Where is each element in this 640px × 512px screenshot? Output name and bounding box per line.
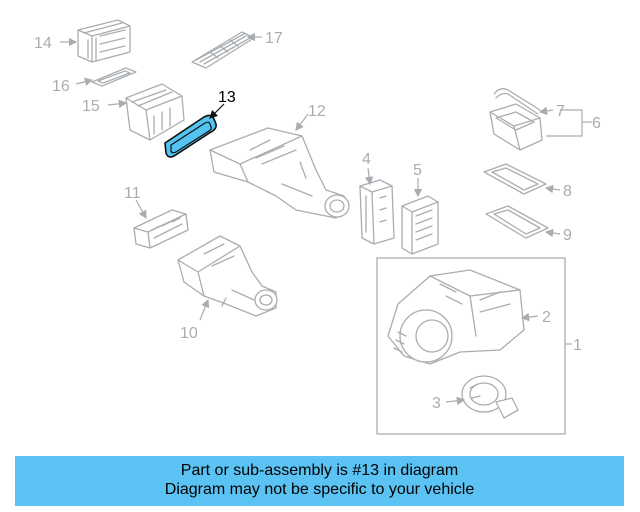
- assembly-1-box: [376, 257, 566, 435]
- callout-4: 4: [362, 151, 371, 168]
- info-banner: Part or sub-assembly is #13 in diagram D…: [15, 456, 624, 506]
- leader-lines: [60, 32, 592, 405]
- callout-17: 17: [265, 30, 283, 47]
- callout-13: 13: [218, 89, 236, 106]
- part-12-intake-duct: [209, 127, 350, 219]
- callout-labels: 14 17 16 15 13 12 11 10 4 5 7 6 8 9 2 1 …: [34, 30, 601, 412]
- callout-1: 1: [573, 337, 582, 354]
- callout-11: 11: [124, 185, 141, 202]
- callout-6: 6: [592, 115, 601, 132]
- part-2-blower-housing: [387, 269, 525, 365]
- part-4-filter-housing: [359, 179, 395, 245]
- part-5-filter-element: [401, 195, 439, 255]
- parts-diagram: 14 17 16 15 13 12 11 10 4 5 7 6 8 9 2 1 …: [34, 19, 601, 435]
- callout-14: 14: [34, 35, 52, 52]
- part-6-housing: [489, 103, 543, 151]
- part-3-blower-motor: [461, 375, 519, 419]
- part-7-lever: [493, 88, 541, 115]
- callout-2: 2: [542, 309, 551, 326]
- callout-15: 15: [82, 98, 100, 115]
- callout-5: 5: [413, 162, 422, 179]
- part-17-grille: [191, 31, 255, 69]
- banner-line-2: Diagram may not be specific to your vehi…: [164, 481, 475, 498]
- part-11-bracket: [133, 209, 189, 249]
- callout-7: 7: [556, 103, 565, 120]
- callout-3: 3: [432, 395, 441, 412]
- part-16-gasket: [91, 67, 137, 87]
- part-10-duct: [177, 235, 278, 317]
- callout-10: 10: [180, 325, 198, 342]
- part-9-gasket: [485, 205, 549, 239]
- part-14-duct: [77, 19, 131, 63]
- callout-8: 8: [563, 183, 572, 200]
- part-8-seal: [483, 163, 547, 195]
- banner-line-1: Part or sub-assembly is #13 in diagram: [180, 462, 459, 479]
- part-15-duct: [125, 83, 185, 141]
- callout-12: 12: [308, 103, 326, 120]
- callout-16: 16: [52, 78, 70, 95]
- callout-9: 9: [563, 227, 572, 244]
